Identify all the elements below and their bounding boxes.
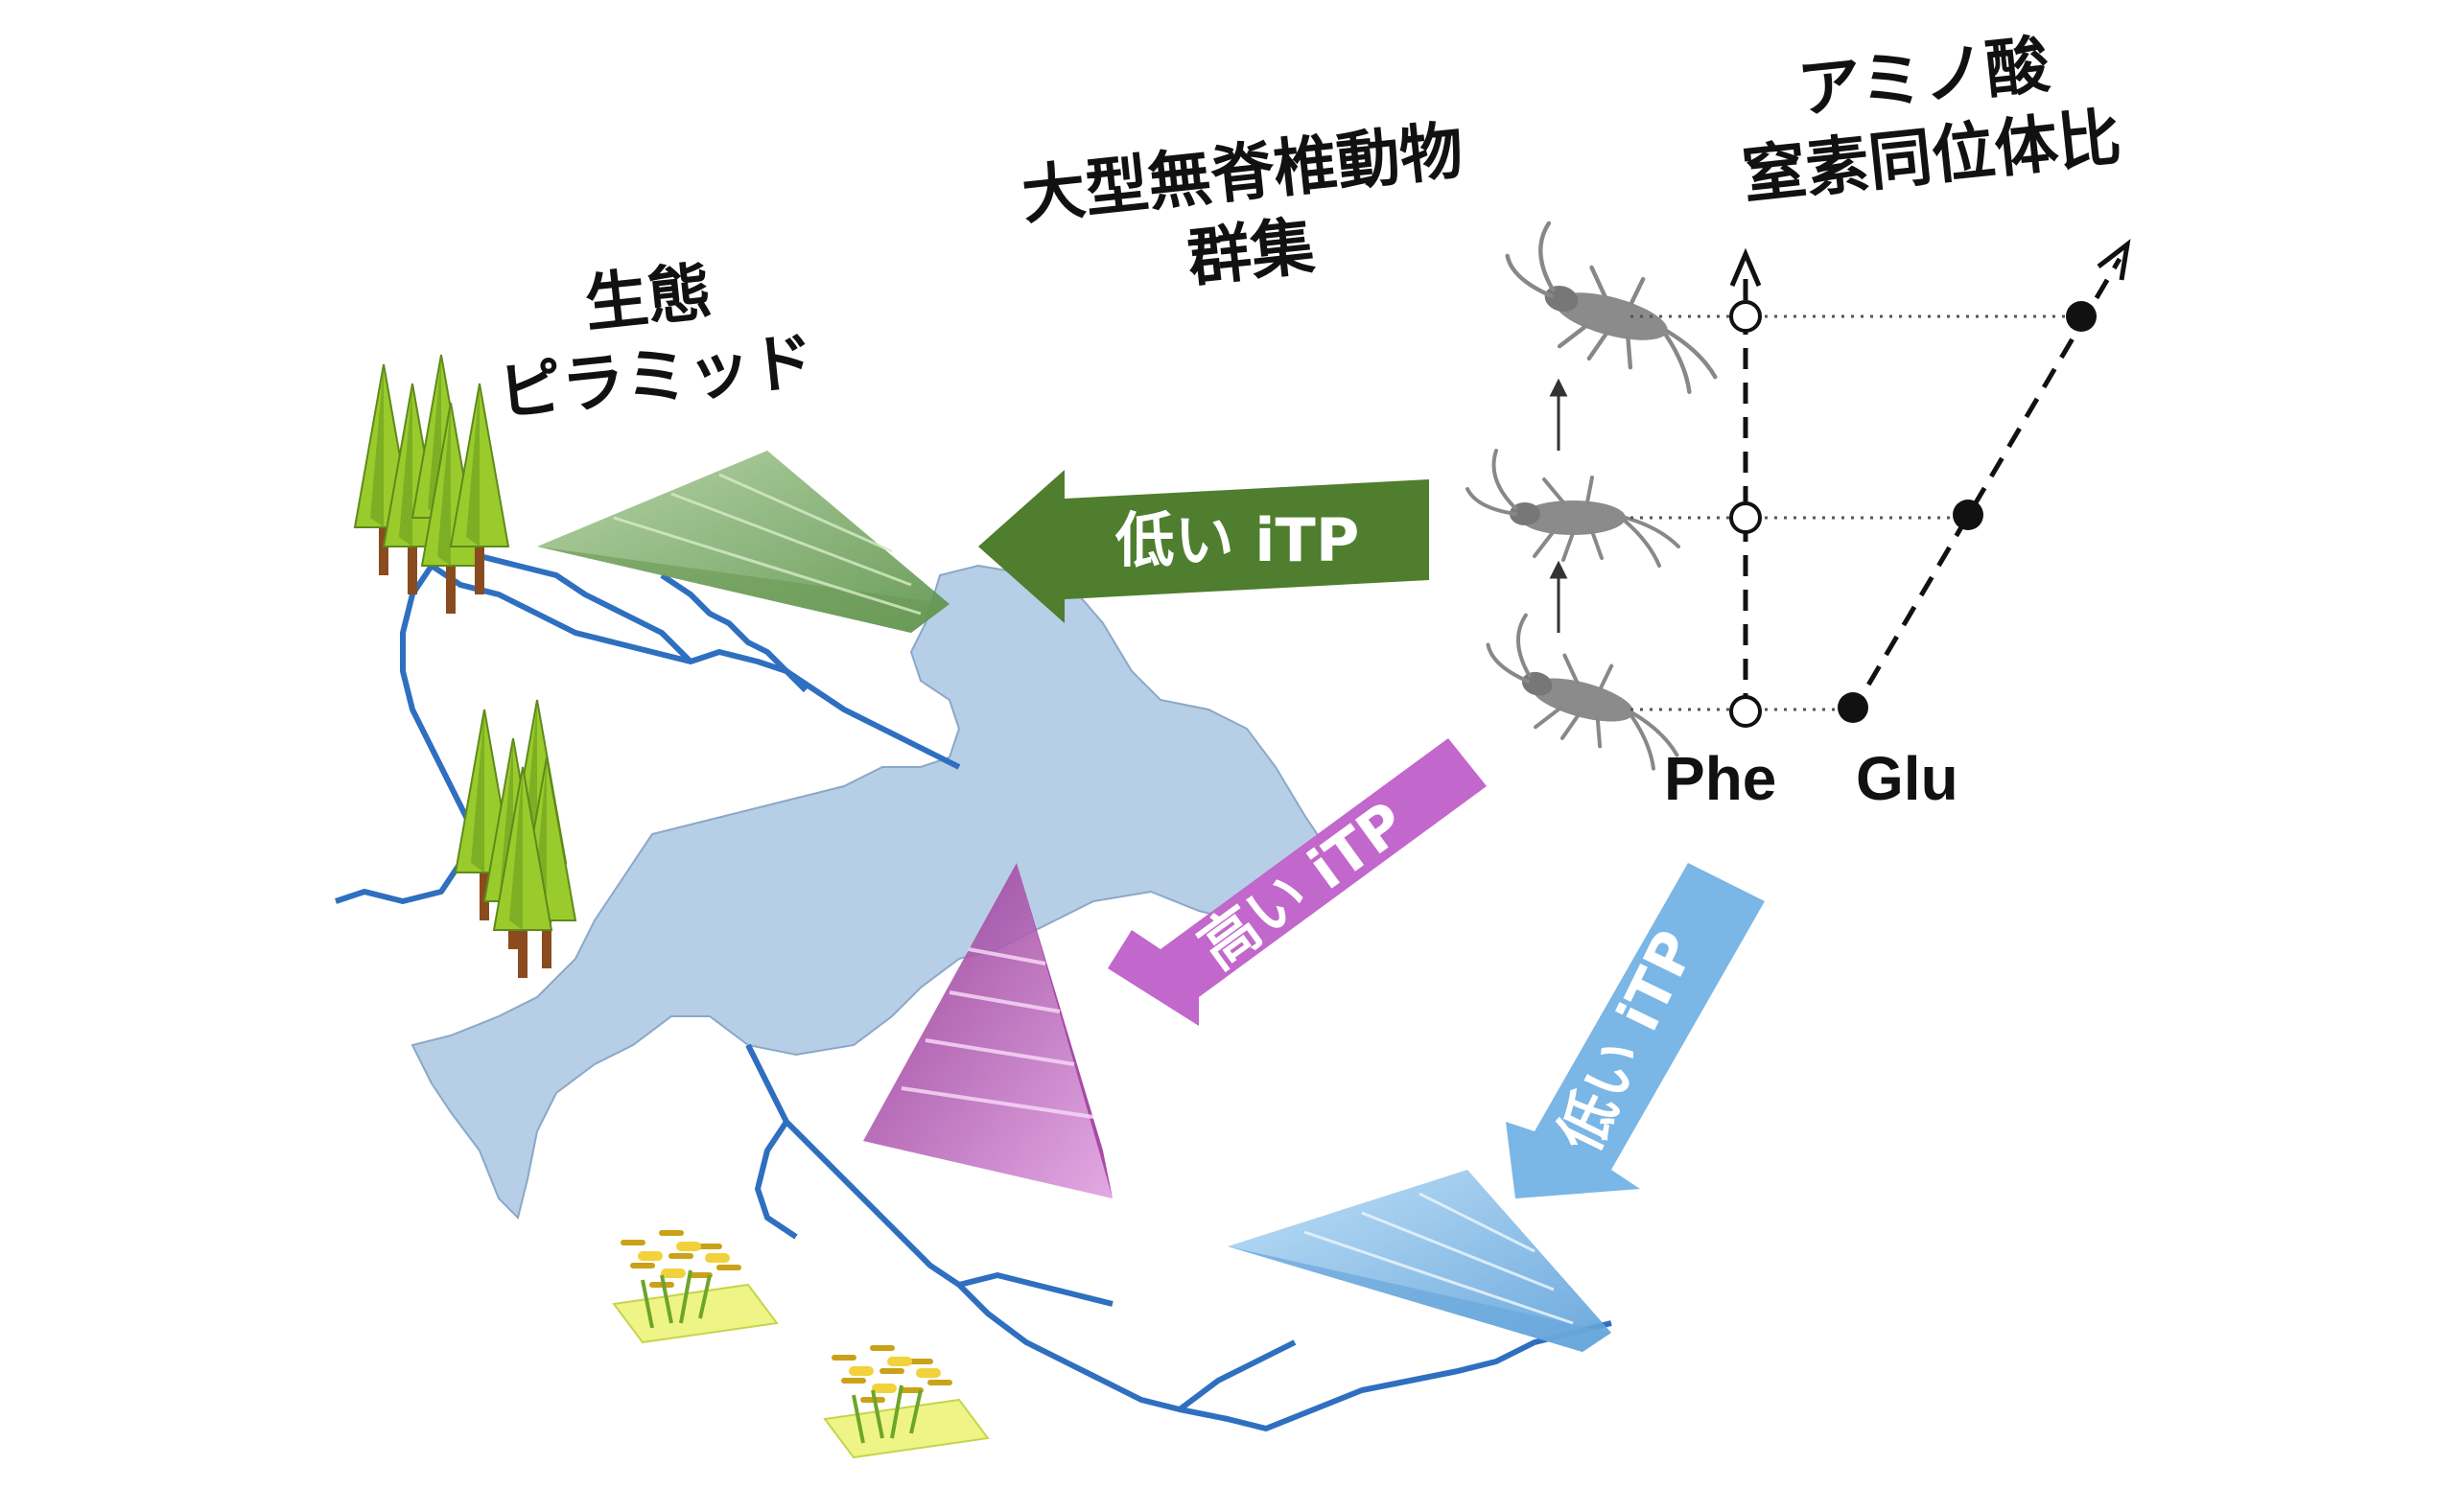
conifer-tree-icon (455, 699, 576, 979)
rice-paddy-icon (825, 1348, 988, 1457)
glu-label: Glu (1856, 744, 1958, 813)
green-pyramid (537, 451, 949, 633)
phe-label: Phe (1664, 744, 1777, 813)
lake-shape (410, 564, 1325, 1220)
purple-pyramid (863, 863, 1113, 1198)
phe-axis (1729, 247, 1762, 728)
green-arrow (978, 470, 1429, 623)
purple-arrow (1108, 738, 1487, 1026)
aquatic-insect-icon (1486, 215, 1743, 397)
blue-arrow (1506, 863, 1765, 1198)
arrow-label-upper: 低い iTP (1115, 505, 1360, 575)
blue-pyramid (1228, 1170, 1611, 1352)
rivers (335, 534, 1612, 1431)
dotted-guides (1630, 314, 2072, 711)
aquatic-insect-icon (1465, 449, 1680, 568)
glu-axis (1838, 239, 2131, 723)
trophic-step-arrows (1549, 378, 1568, 633)
rice-paddy-icon (614, 1233, 777, 1342)
